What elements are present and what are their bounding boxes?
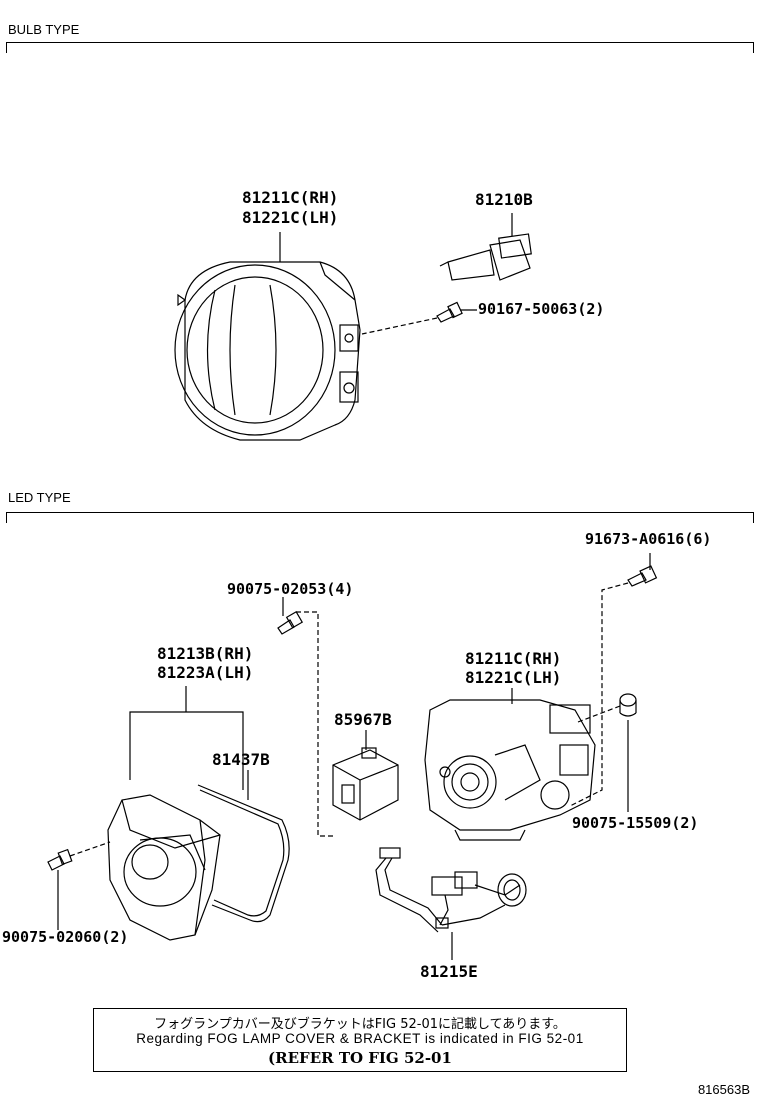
screw-top-right [627,565,658,587]
label-gasket: 81437B [212,750,270,769]
label-ecu: 85967B [334,710,392,729]
label-bulb: 81210B [475,190,533,209]
halogen-bulb [439,233,532,281]
fog-lamp-housing-led [424,699,596,841]
screw-left [47,848,73,871]
note-refer-link[interactable]: (REFER TO FIG 52-01 [268,1049,452,1067]
note-japanese: フォグランプカバー及びブラケットはFIG 52-01に記載してあります。 [154,1017,566,1032]
led-type-bracket [6,512,754,523]
bulb-type-heading: BULB TYPE [8,22,80,37]
label-screw-left: 90075-02060(2) [2,928,129,946]
wire-harness [375,847,527,933]
label-lamp-lh-bulb: 81221C(LH) [242,208,339,227]
collar [619,693,637,717]
label-harness: 81215E [420,962,478,981]
label-collar: 90075-15509(2) [572,814,699,832]
led-fog-unit [107,794,221,941]
label-led-unit-rh: 81213B(RH) [157,644,254,663]
label-lamp-rh-led: 81211C(RH) [465,649,562,668]
label-led-unit-lh: 81223A(LH) [157,663,254,682]
figure-id: 816563B [697,1082,750,1097]
label-lamp-rh-bulb: 81211C(RH) [242,188,339,207]
ecu-module [332,747,399,821]
reference-note-box: フォグランプカバー及びブラケットはFIG 52-01に記載してあります。 Reg… [93,1008,627,1072]
gasket-loop [197,784,290,923]
label-screw-ecu: 90075-02053(4) [227,580,354,598]
label-lamp-lh-led: 81221C(LH) [465,668,562,687]
label-screw-bulb-type: 90167-50063(2) [478,300,605,318]
fog-lamp-housing-bulb [174,261,361,441]
led-type-heading: LED TYPE [8,490,71,505]
note-english: Regarding FOG LAMP COVER & BRACKET is in… [136,1031,584,1046]
label-screw-top-right: 91673-A0616(6) [585,530,712,548]
screw-bulb-type [436,301,463,323]
screw-ecu [277,610,304,635]
bulb-type-bracket [6,42,754,53]
